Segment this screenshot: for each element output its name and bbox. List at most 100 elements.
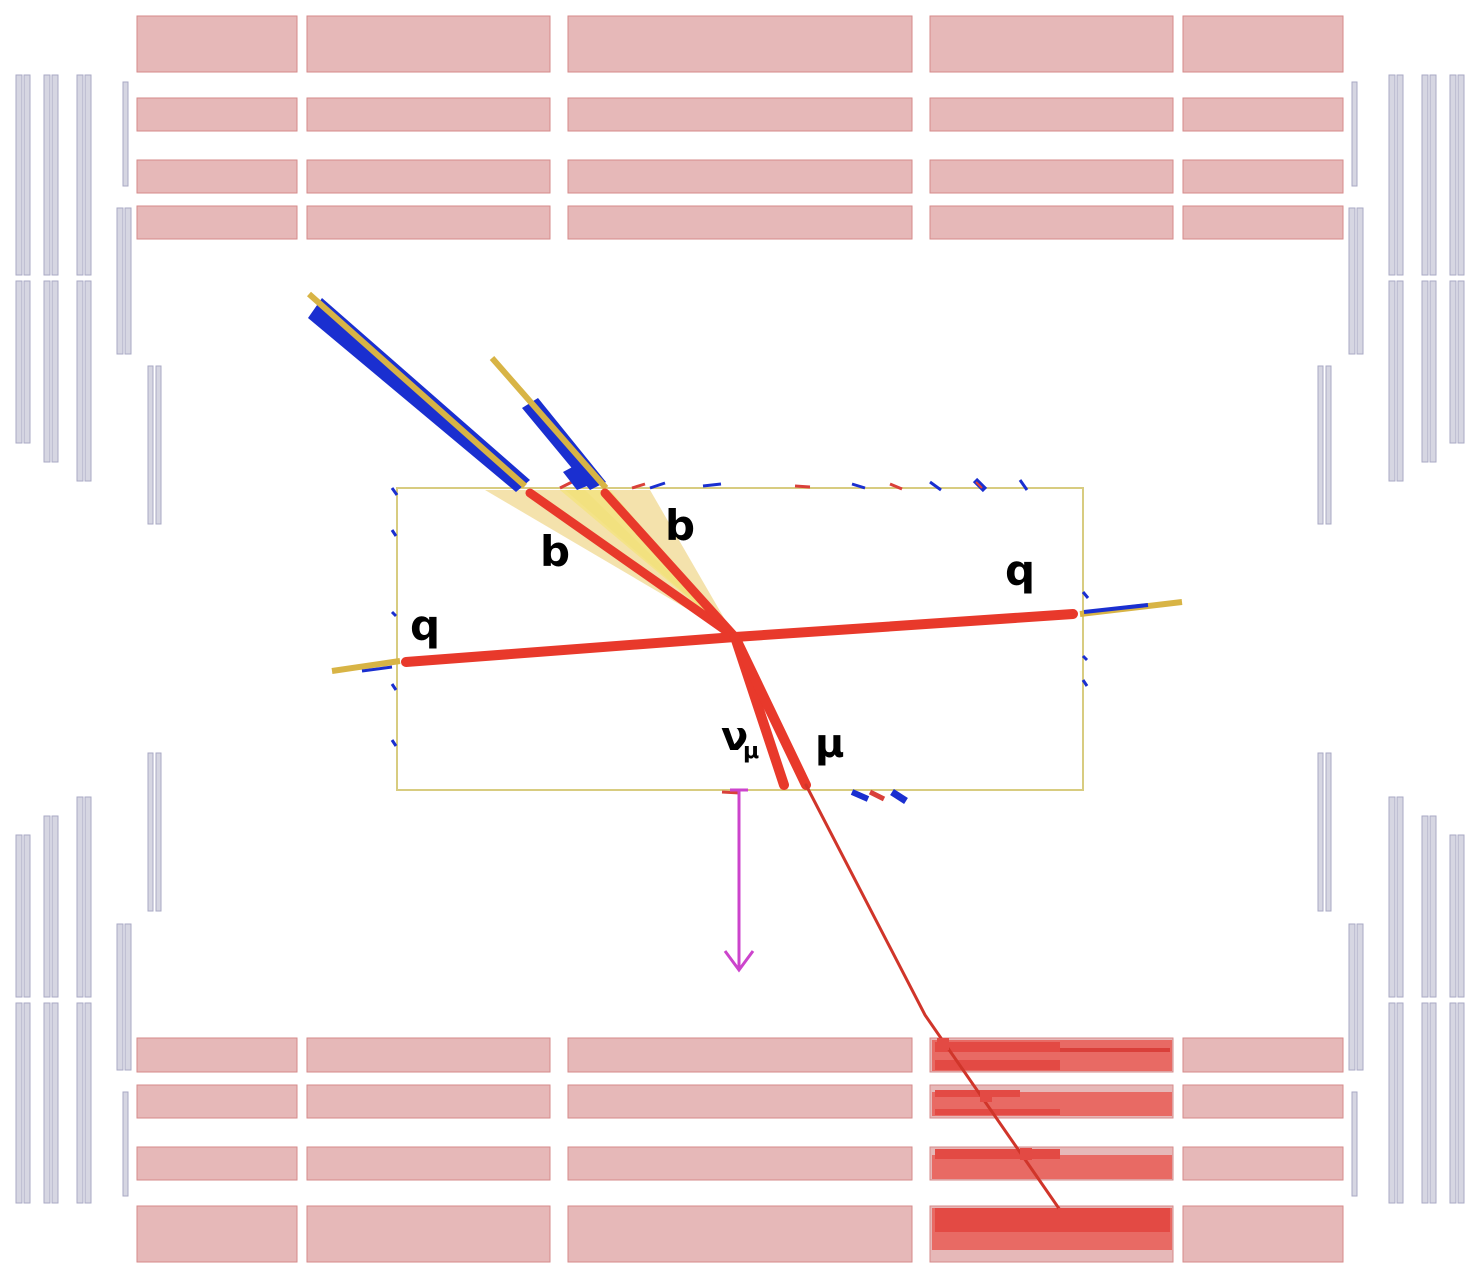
- endcap-plate: [1429, 1002, 1437, 1204]
- endcap-plate: [23, 280, 31, 444]
- muon-chamber: [136, 159, 298, 194]
- endcap-plate: [76, 796, 84, 998]
- arrow-head: [723, 950, 755, 973]
- muon-chamber: [306, 1084, 551, 1119]
- muon-chamber: [929, 97, 1174, 132]
- label-b-right: b: [665, 501, 695, 550]
- muon-chamber: [1182, 205, 1344, 240]
- muon-chamber: [929, 159, 1174, 194]
- muon-chamber: [567, 205, 913, 240]
- hit-segment: [1060, 1048, 1170, 1052]
- endcap-plate: [116, 207, 124, 355]
- endcap-plate: [51, 280, 59, 463]
- endcap-plate: [76, 280, 84, 482]
- endcap-plate: [1449, 74, 1457, 276]
- muon-chamber: [306, 205, 551, 240]
- hit-muon-chambers: [929, 1037, 1174, 1263]
- track-b-right: [600, 488, 740, 642]
- labels: b b q q ν μ μ: [410, 501, 1035, 767]
- muon-chamber: [1182, 97, 1344, 132]
- endcap-plate: [1429, 815, 1437, 998]
- endcap-plate: [76, 74, 84, 276]
- endcap-plate: [1449, 280, 1457, 444]
- muon-chamber: [1182, 1084, 1344, 1119]
- muon-chamber: [1182, 1037, 1344, 1073]
- endcap-right: [1317, 74, 1465, 1204]
- endcap-plate: [1457, 74, 1465, 276]
- calo-deposit: [850, 789, 870, 802]
- endcap-plate: [1396, 1002, 1404, 1204]
- calo-tower-jet-2b: [563, 464, 592, 490]
- calo-deposit: [390, 487, 399, 496]
- muon-chamber: [136, 1037, 298, 1073]
- muon-hit-marker: [1058, 1208, 1066, 1224]
- endcap-plate: [15, 74, 23, 276]
- hit-segment: [935, 1149, 1060, 1159]
- endcap-plate: [43, 74, 51, 276]
- label-q-right: q: [1005, 546, 1035, 595]
- muon-hit-marker: [937, 1038, 949, 1050]
- muon-chamber: [306, 15, 551, 73]
- calo-deposit: [559, 480, 573, 490]
- muon-chamber: [306, 1037, 551, 1073]
- jet-cones: [485, 490, 735, 637]
- muon-chamber: [136, 97, 298, 132]
- calo-deposit: [851, 482, 866, 490]
- calo-deposit: [1081, 591, 1090, 599]
- endcap-plate: [1356, 207, 1364, 355]
- hit-segment: [935, 1109, 1060, 1115]
- endcap-plate: [1348, 923, 1356, 1071]
- endcap-plate: [84, 74, 92, 276]
- endcap-plate: [1351, 81, 1358, 187]
- endcap-plate: [23, 834, 31, 998]
- calo-deposit: [390, 683, 398, 691]
- endcap-plate: [1388, 280, 1396, 482]
- endcap-plate: [51, 815, 59, 998]
- endcap-plate: [84, 1002, 92, 1204]
- endcap-plate: [1317, 365, 1324, 525]
- muon-chamber: [136, 1146, 298, 1181]
- track-muon-inner: [730, 632, 811, 790]
- muon-chamber: [929, 205, 1174, 240]
- endcap-plate: [1356, 923, 1364, 1071]
- calo-deposit: [721, 790, 741, 795]
- endcap-plate: [15, 1002, 23, 1204]
- endcap-plate: [1457, 834, 1465, 998]
- calo-deposit: [390, 529, 398, 537]
- calo-deposit: [929, 480, 942, 492]
- muon-chamber: [136, 15, 298, 73]
- calo-deposit: [1018, 479, 1029, 491]
- calo-deposit: [702, 482, 722, 488]
- calo-deposit: [390, 739, 398, 747]
- endcap-plate: [1449, 834, 1457, 998]
- endcap-plate: [84, 796, 92, 998]
- muon-hit-marker: [980, 1090, 992, 1102]
- label-neutrino: ν: [721, 714, 748, 760]
- muon-chamber: [567, 159, 913, 194]
- muon-hit-marker: [1020, 1148, 1032, 1160]
- muon-chamber: [306, 1205, 551, 1263]
- muon-chamber: [306, 1146, 551, 1181]
- endcap-plate: [43, 280, 51, 463]
- reconstructed-tracks: [401, 488, 1078, 1224]
- outer-jet-tracks: [307, 291, 1183, 674]
- muon-chamber: [567, 1037, 913, 1073]
- label-neutrino-sub: μ: [743, 739, 759, 764]
- calo-deposit: [631, 482, 646, 490]
- calo-q-right: [1083, 603, 1149, 614]
- label-muon: μ: [815, 721, 844, 767]
- hit-segment: [935, 1090, 1020, 1097]
- endcap-plate: [1457, 280, 1465, 444]
- track-q-right: [730, 609, 1078, 642]
- calo-deposit: [890, 789, 908, 804]
- endcap-plate: [76, 1002, 84, 1204]
- endcap-plate: [116, 923, 124, 1071]
- jet-axis-q-left: [331, 658, 401, 674]
- muon-chamber: [1182, 15, 1344, 73]
- jet-cone-b-left: [485, 490, 735, 637]
- endcap-plate: [1396, 796, 1404, 998]
- endcap-plate: [1421, 280, 1429, 463]
- muon-chamber: [136, 1205, 298, 1263]
- missing-energy-arrow: [723, 788, 755, 973]
- endcap-plate: [1348, 207, 1356, 355]
